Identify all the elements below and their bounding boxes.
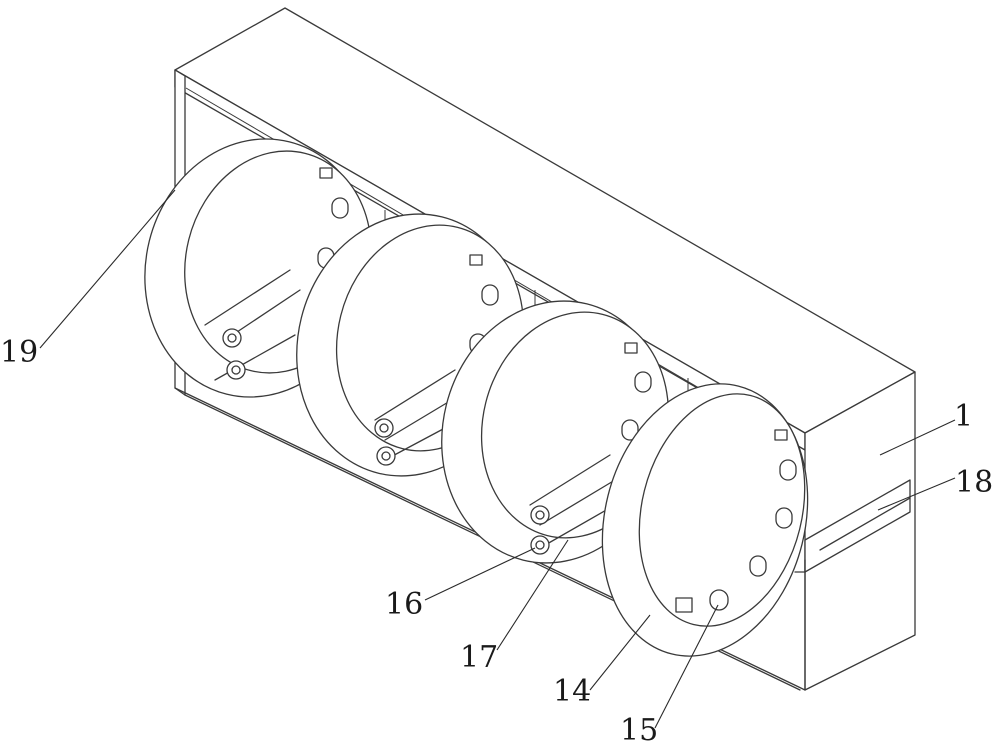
leader-lines — [39, 189, 956, 729]
callout-19: 19 — [0, 335, 39, 370]
callout-17: 17 — [460, 640, 499, 675]
callout-15: 15 — [620, 713, 659, 748]
callout-14: 14 — [553, 674, 592, 709]
callout-1: 1 — [954, 399, 974, 434]
callout-18: 18 — [955, 465, 994, 500]
callout-16: 16 — [385, 587, 424, 622]
ring-assembly-4 — [601, 383, 809, 657]
